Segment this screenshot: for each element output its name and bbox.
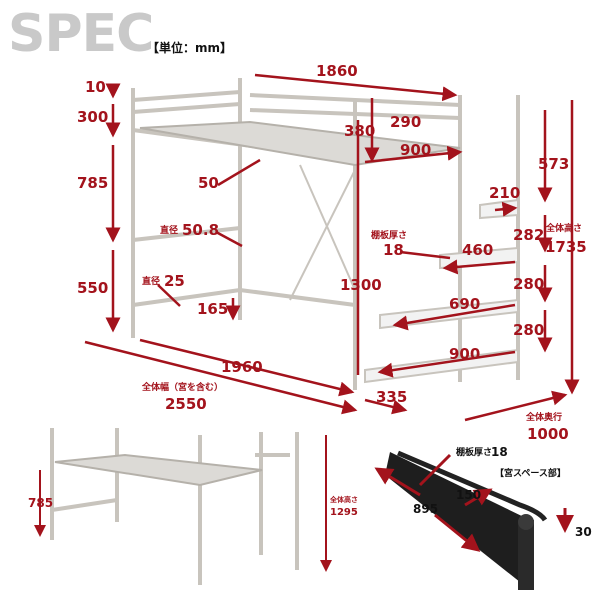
low-bed-frame	[50, 428, 299, 585]
dim-guard-height-side: 380	[344, 122, 376, 140]
dim-post-height: 1300	[340, 276, 382, 294]
dimension-lines	[84, 73, 580, 422]
shelf-thickness-label-detail: 棚板厚さ	[456, 448, 493, 458]
dim-diameter-small: 25	[164, 272, 185, 290]
dim-post-size: 50	[198, 174, 219, 192]
unit-label: 【単位：mm】	[147, 41, 233, 55]
dim-guard-inner-height: 290	[390, 113, 422, 131]
low-bed-deck	[54, 453, 263, 487]
dim-top-rail-gap: 10	[85, 78, 106, 96]
dim-step-depth-3: 690	[449, 295, 481, 313]
shelf-space-title: 【宮スペース部】	[495, 469, 566, 479]
dim-step-rise-1: 573	[538, 155, 570, 173]
low-dim-overall-height: 1295	[330, 507, 358, 518]
overall-height-label: 全体高さ	[546, 224, 583, 234]
dim-step-rise-3: 280	[513, 275, 545, 293]
shelf-thickness-label: 棚板厚さ	[371, 231, 408, 241]
shelf-dim-length: 895	[413, 502, 439, 516]
dim-step-rise-2: 282	[513, 226, 545, 244]
headboard-shelf-photo	[385, 450, 548, 590]
dim-overall-width: 2550	[165, 395, 207, 413]
overall-depth-label: 全体奥行	[526, 413, 563, 423]
dim-step-depth-1: 210	[489, 184, 521, 202]
dim-lower-height: 550	[77, 279, 109, 297]
diameter-label-small: 直径	[142, 277, 161, 287]
spec-title: SPEC	[8, 4, 154, 64]
dim-bed-height: 785	[77, 174, 109, 192]
dim-overall-depth: 1000	[527, 425, 569, 443]
low-dim-bed-height: 785	[28, 496, 54, 510]
dim-diameter-main: 50.8	[182, 221, 220, 239]
dim-step-rise-4: 280	[513, 321, 545, 339]
shelf-dim-height: 30	[575, 525, 592, 539]
dim-bed-width: 1860	[316, 62, 358, 80]
shelf-dim-depth: 150	[456, 488, 482, 502]
dim-shelf-thickness: 18	[383, 241, 404, 259]
shelf-dim-thickness: 18	[491, 445, 508, 459]
overall-width-label: 全体幅（宮を含む）	[142, 383, 224, 393]
dim-frame-length: 1960	[221, 358, 263, 376]
dim-bar-height: 165	[197, 300, 229, 318]
shelf-dimension-lines	[374, 453, 574, 552]
dim-stair-depth: 335	[376, 388, 408, 406]
low-overall-height-label: 全体高さ	[330, 496, 358, 504]
dim-guard-height: 300	[77, 108, 109, 126]
low-dimension-lines	[34, 435, 332, 572]
dim-step-depth-4: 900	[449, 345, 481, 363]
dim-overall-height: 1735	[545, 238, 587, 256]
dim-step-width-top: 900	[400, 141, 432, 159]
dim-step-depth-2: 460	[462, 241, 494, 259]
diameter-label-main: 直径	[160, 226, 179, 236]
